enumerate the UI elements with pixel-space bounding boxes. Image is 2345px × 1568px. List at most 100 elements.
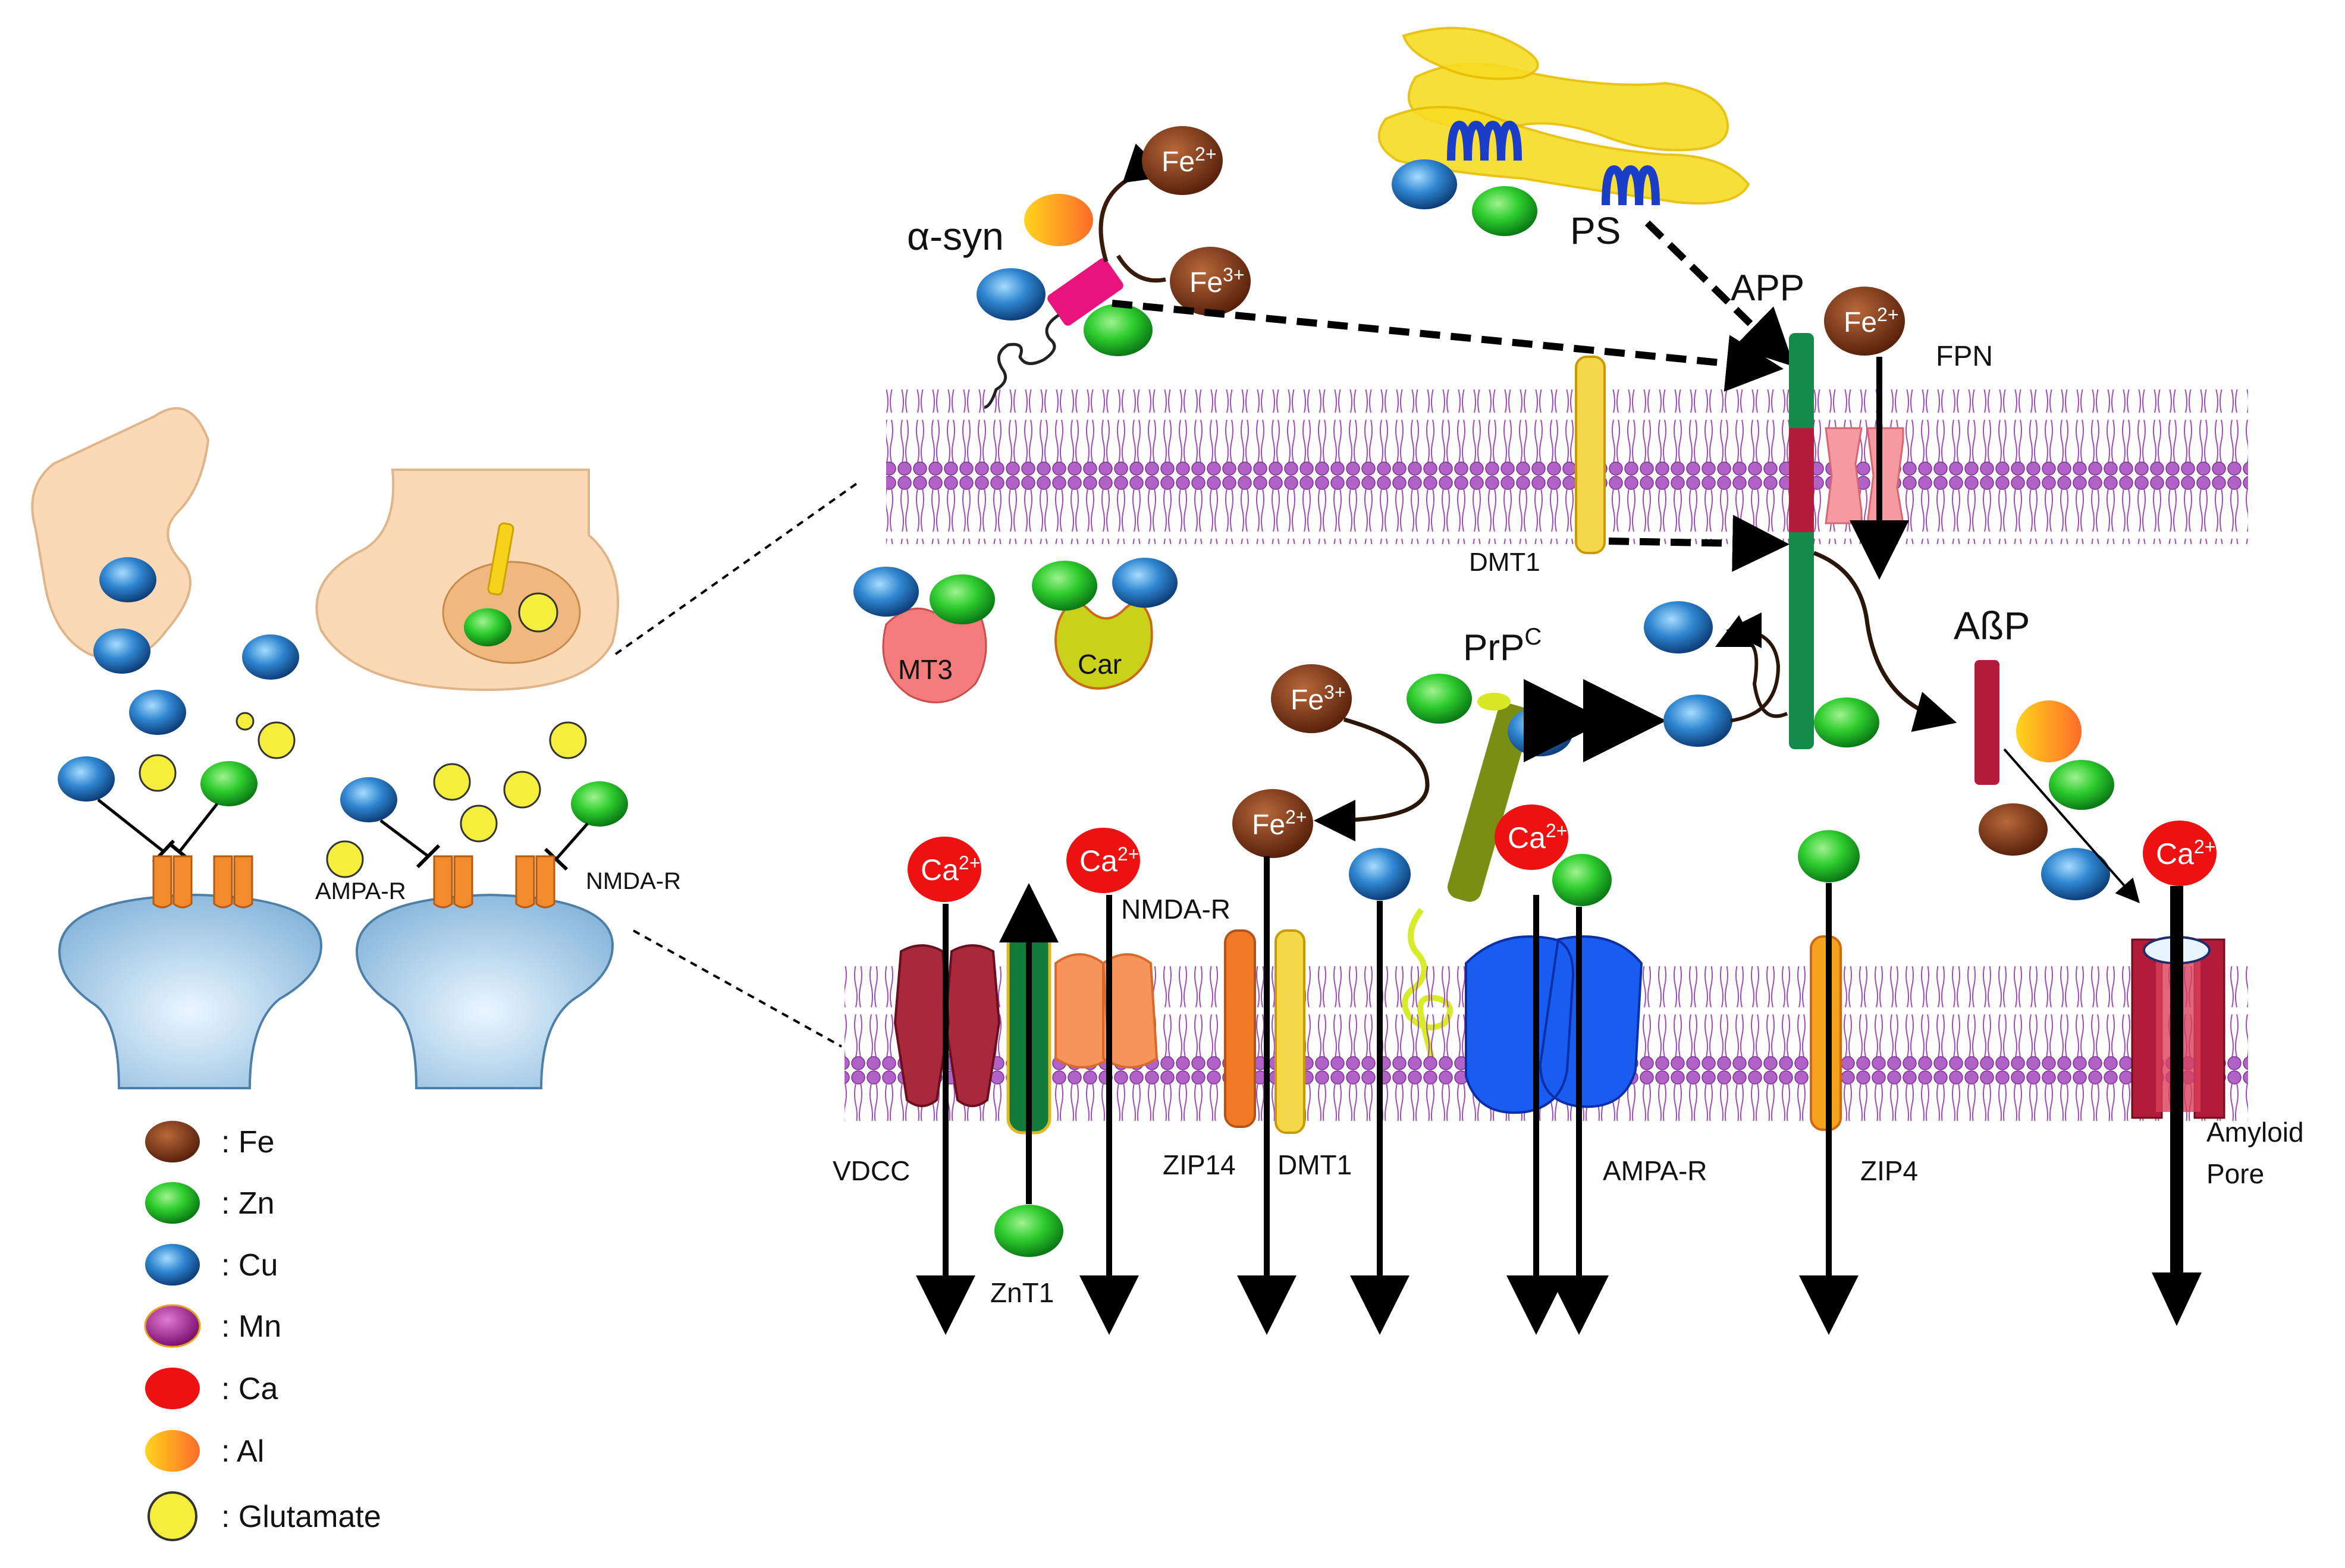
- golgi-region: PS: [1377, 27, 1795, 367]
- ca-ion: [908, 837, 981, 902]
- amyloid-pore-ca-influx-head: [2152, 1272, 2202, 1326]
- dmt1-top-label: DMT1: [1469, 548, 1540, 577]
- influx-arrows: Ca2+ Ca2+ Ca2+ Ca2+: [908, 805, 2217, 1335]
- fe2-ion-label: Fe2+: [1252, 806, 1307, 841]
- fe2-ion: [1824, 287, 1905, 356]
- alpha-syn-protein: [1047, 258, 1123, 326]
- dmt1-transporter-top: [1575, 356, 1606, 554]
- legend-fe-label: : Fe: [221, 1125, 275, 1159]
- al-ion: [1024, 194, 1093, 246]
- prpc-protein: [1448, 703, 1531, 902]
- vdcc-label: VDCC: [833, 1155, 910, 1186]
- fe2-ion-label: Fe2+: [1161, 143, 1217, 178]
- ampa-receptor-small: [152, 855, 193, 909]
- zn-ion: [1814, 697, 1879, 747]
- zn-ion: [930, 574, 995, 624]
- cu-ion: [1392, 159, 1457, 209]
- inhibition-line: [555, 822, 589, 860]
- legend-cu-label: : Cu: [221, 1248, 278, 1283]
- zn-ion: [1552, 854, 1612, 906]
- presynaptic-terminal-left: [31, 407, 210, 661]
- glutamate: [433, 763, 471, 801]
- fe3-ion-label: Fe3+: [1189, 264, 1245, 298]
- vesicle-zn: [464, 608, 511, 646]
- cu-ion: [1644, 601, 1713, 653]
- legend-cu-symbol: [145, 1244, 200, 1286]
- nmda-receptor-small: [515, 855, 555, 909]
- inhibition-line: [97, 799, 165, 853]
- postsynaptic-spine-right: [355, 893, 614, 1089]
- abeta-to-pore-arrow: [2003, 748, 2140, 904]
- legend-glutamate-label: : Glutamate: [221, 1500, 381, 1534]
- alpha-syn-tail: [984, 313, 1060, 409]
- postsynaptic-spine-left: [58, 893, 323, 1089]
- cu-ion: [99, 557, 156, 602]
- fpn-label: FPN: [1936, 341, 1993, 372]
- zn-ion: [1032, 561, 1097, 611]
- fe-ion: [1979, 803, 2048, 856]
- glutamate: [139, 754, 177, 792]
- glutamate: [326, 840, 364, 878]
- glutamate: [549, 721, 587, 759]
- ca-ion-label: Ca2+: [2156, 836, 2215, 871]
- legend-fe-symbol: [145, 1121, 200, 1162]
- mt3-protein: [882, 604, 987, 703]
- cu-ion: [977, 268, 1046, 320]
- upper-membrane-proteins: APP DMT1 FPN Fe2+: [1469, 268, 1993, 749]
- legend-mn-label: : Mn: [221, 1309, 281, 1344]
- prion-protein-group: PrPC Fe3+ Fe2+: [1232, 601, 1781, 1066]
- inhibition-line: [178, 803, 218, 853]
- zn-ion: [1084, 304, 1153, 356]
- glutamate: [460, 805, 498, 843]
- alpha-syn-to-app-arrow: [1112, 300, 1784, 392]
- fe3-ion: [1170, 247, 1251, 316]
- dmt1-to-app-arrow: [1608, 514, 1790, 572]
- zn-ion: [1407, 674, 1472, 724]
- cu-ion: [129, 690, 186, 735]
- ca-ion: [1495, 805, 1568, 870]
- dmt1-transporter-bottom: [1274, 929, 1305, 1134]
- fe2-ion: [1142, 126, 1223, 195]
- cu-ion: [93, 629, 150, 674]
- glutamate: [236, 712, 255, 731]
- cu-ion: [1349, 848, 1411, 900]
- glutamate: [503, 771, 541, 809]
- app-protein: [1789, 333, 1814, 749]
- cu-ion: [853, 567, 919, 617]
- vesicle-glutamate: [518, 592, 558, 633]
- legend-mn-symbol: [144, 1304, 201, 1348]
- presenilin-ps: [1602, 165, 1660, 206]
- fe3-ion: [1271, 664, 1352, 733]
- glutamate: [258, 721, 296, 759]
- fe-reduction-arrow: [1098, 143, 1169, 263]
- cu-ion: [1112, 558, 1178, 608]
- alpha-synuclein-group: α-syn Fe2+ Fe3+: [907, 126, 1784, 409]
- zn-ion: [200, 761, 258, 806]
- ferroportin-fpn: [1825, 427, 1904, 524]
- ca-ion-label: Ca2+: [1508, 820, 1567, 854]
- nmda-receptor-small: [213, 855, 253, 909]
- fe2-ion: [1232, 789, 1313, 858]
- legend-ca-label: : Ca: [221, 1372, 278, 1406]
- app-cleavage-arrow: [1813, 551, 1957, 732]
- prpc-label: PrPC: [1463, 624, 1542, 668]
- legend-al-label: : Al: [221, 1434, 264, 1469]
- zn-ion: [571, 781, 628, 827]
- metallothionein-carnosine: MT3 Car: [853, 558, 1178, 703]
- synapse-overview: AMPA-R NMDA-R: [31, 407, 861, 1089]
- zoom-line-bottom: [633, 929, 842, 1048]
- inhibition-bar: [416, 844, 441, 869]
- fe3-ion-label: Fe3+: [1291, 681, 1346, 716]
- zip14-transporter: [1224, 929, 1256, 1128]
- ampar-label: AMPA-R: [1603, 1155, 1707, 1186]
- synaptic-vesicle: [442, 561, 581, 664]
- zn-ion: [2049, 760, 2114, 810]
- ca-ion-label: Ca2+: [921, 852, 980, 887]
- app-label: APP: [1731, 268, 1804, 309]
- nmdar-small-label: NMDA-R: [586, 868, 681, 894]
- legend-glutamate-symbol: [147, 1491, 197, 1541]
- legend-al-symbol: [145, 1430, 200, 1472]
- alpha-syn-label: α-syn: [907, 214, 1004, 258]
- ampa-receptor-small: [433, 855, 473, 909]
